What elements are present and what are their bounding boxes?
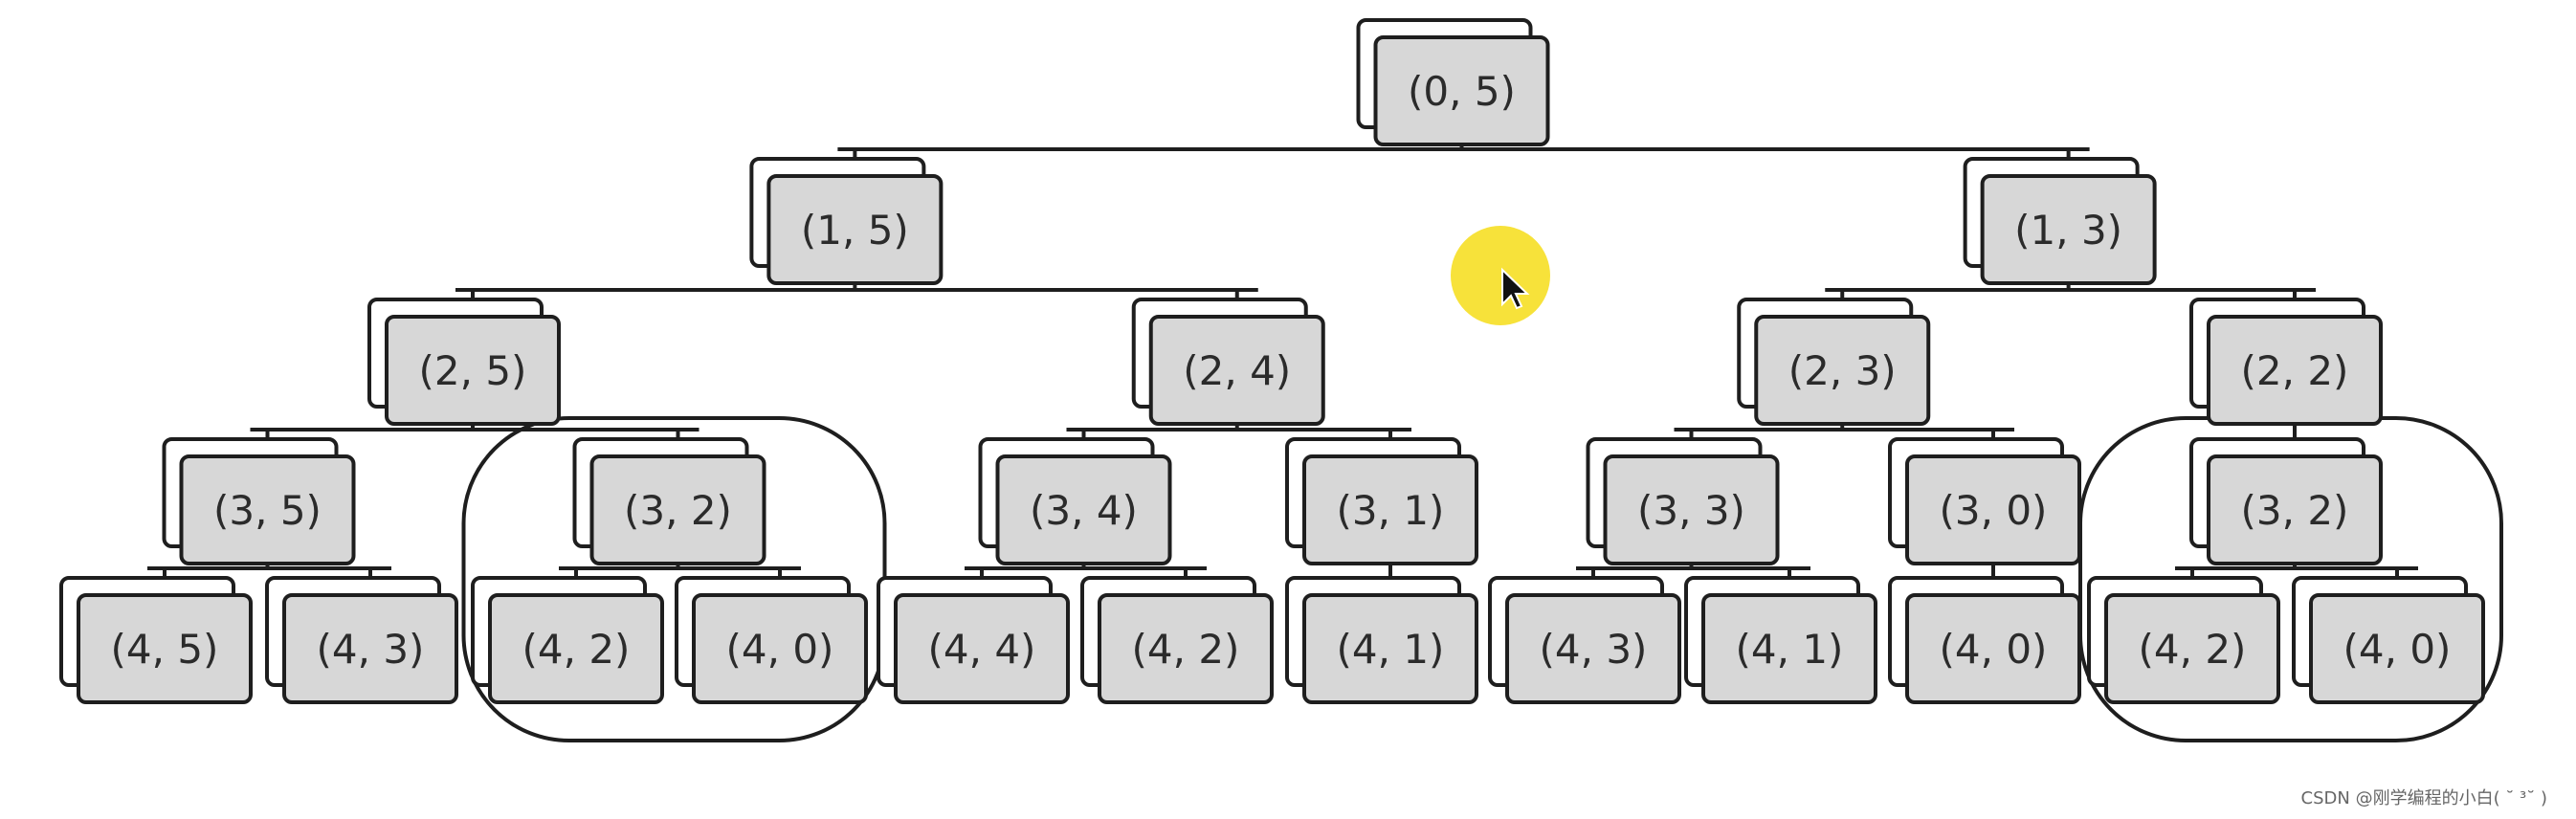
- node-label: (3, 1): [1337, 487, 1445, 534]
- node-card: [282, 593, 458, 704]
- node-label: (3, 5): [213, 487, 322, 534]
- tree-node: (4, 2): [2087, 576, 2280, 704]
- node-card: [1980, 174, 2157, 285]
- node-label: (2, 4): [1183, 347, 1291, 394]
- node-label: (3, 2): [624, 487, 732, 534]
- node-label: (4, 1): [1337, 626, 1445, 673]
- node-card: [77, 593, 253, 704]
- node-card: [1603, 454, 1780, 565]
- node-card: [1098, 593, 1274, 704]
- cursor-highlight: [1451, 226, 1550, 325]
- node-card: [2207, 315, 2383, 426]
- tree-node: (1, 3): [1963, 157, 2157, 285]
- node-card: [1302, 454, 1478, 565]
- node-card: [488, 593, 664, 704]
- tree-node: (3, 5): [162, 437, 356, 565]
- tree-node: (4, 0): [2292, 576, 2485, 704]
- tree-node: (4, 4): [877, 576, 1070, 704]
- tree-node: (2, 2): [2189, 298, 2383, 426]
- node-label: (4, 2): [2139, 626, 2247, 673]
- node-label: (4, 3): [1540, 626, 1648, 673]
- node-card: [1905, 593, 2081, 704]
- tree-node: (4, 2): [1080, 576, 1274, 704]
- node-card: [894, 593, 1070, 704]
- tree-nodes: (0, 5) (1, 5) (2, 5) (3, 5) (4, 5) (4, 3) (3, …: [59, 18, 2485, 704]
- node-card: [589, 454, 766, 565]
- node-label: (1, 3): [2014, 207, 2122, 254]
- node-card: [1302, 593, 1478, 704]
- node-card: [2104, 593, 2280, 704]
- node-card: [1373, 35, 1550, 146]
- node-card: [995, 454, 1172, 565]
- node-card: [2309, 593, 2485, 704]
- node-card: [1701, 593, 1877, 704]
- tree-node: (0, 5): [1356, 18, 1550, 146]
- node-label: (4, 1): [1736, 626, 1844, 673]
- node-label: (4, 2): [522, 626, 631, 673]
- node-card: [385, 315, 561, 426]
- node-card: [1905, 454, 2081, 565]
- tree-node: (1, 5): [749, 157, 944, 285]
- node-label: (3, 0): [1940, 487, 2048, 534]
- node-label: (4, 0): [726, 626, 834, 673]
- tree-node: (4, 1): [1684, 576, 1877, 704]
- node-label: (3, 2): [2241, 487, 2349, 534]
- node-label: (4, 0): [1940, 626, 2048, 673]
- tree-node: (4, 0): [1888, 576, 2081, 704]
- node-card: [766, 174, 944, 285]
- tree-node: (3, 2): [2189, 437, 2383, 565]
- tree-node: (2, 3): [1737, 298, 1931, 426]
- node-card: [1148, 315, 1325, 426]
- node-label: (3, 4): [1030, 487, 1138, 534]
- tree-edges: [147, 144, 2418, 578]
- node-card: [2207, 454, 2383, 565]
- node-card: [179, 454, 356, 565]
- tree-node: (2, 4): [1131, 298, 1325, 426]
- tree-node: (4, 3): [1488, 576, 1681, 704]
- mouse-cursor: [1451, 226, 1550, 325]
- tree-node: (4, 3): [265, 576, 458, 704]
- tree-node: (3, 1): [1285, 437, 1478, 565]
- node-card: [1505, 593, 1681, 704]
- node-card: [692, 593, 868, 704]
- node-label: (0, 5): [1408, 68, 1516, 115]
- tree-node: (3, 0): [1888, 437, 2081, 565]
- node-label: (4, 3): [317, 626, 425, 673]
- node-label: (2, 3): [1788, 347, 1897, 394]
- node-label: (4, 0): [2343, 626, 2452, 673]
- tree-node: (4, 5): [59, 576, 253, 704]
- cursor-arrow-icon: [1501, 267, 1530, 310]
- node-label: (2, 2): [2241, 347, 2349, 394]
- node-label: (1, 5): [801, 207, 909, 254]
- tree-node: (4, 2): [471, 576, 664, 704]
- node-label: (4, 5): [111, 626, 219, 673]
- tree-node: (3, 2): [572, 437, 766, 565]
- tree-node: (3, 3): [1586, 437, 1780, 565]
- node-label: (2, 5): [419, 347, 527, 394]
- tree-node: (4, 1): [1285, 576, 1478, 704]
- tree-node: (3, 4): [978, 437, 1172, 565]
- node-label: (3, 3): [1637, 487, 1745, 534]
- node-label: (4, 4): [928, 626, 1036, 673]
- tree-node: (2, 5): [367, 298, 561, 426]
- watermark: CSDN @刚学编程的小白( ˘ ³˘ ): [2300, 788, 2547, 808]
- node-label: (4, 2): [1132, 626, 1240, 673]
- node-card: [1754, 315, 1931, 426]
- tree-node: (4, 0): [675, 576, 868, 704]
